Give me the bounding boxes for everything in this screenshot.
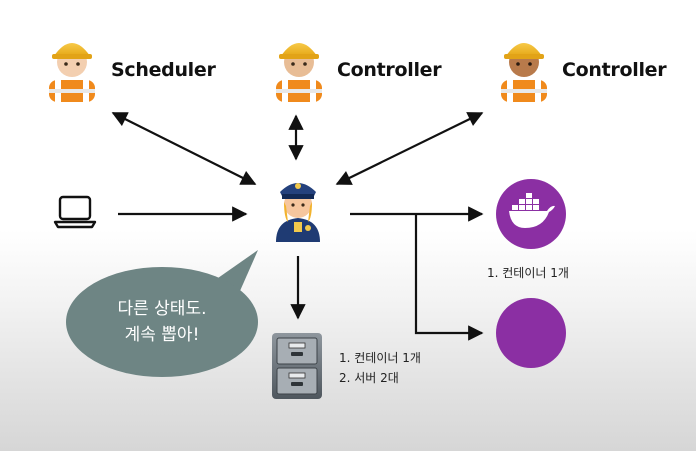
laptop-icon xyxy=(53,195,97,229)
docker-whale-icon xyxy=(509,193,555,228)
connection-arrows xyxy=(111,112,484,341)
construction-worker-icon xyxy=(501,43,547,102)
speech-bubble-line-2: 계속 뽑아! xyxy=(124,325,200,345)
arrow-scheduler-apiserver xyxy=(111,112,257,185)
etcd-note-2: 2. 서버 2대 xyxy=(339,371,399,385)
construction-worker-icon xyxy=(276,43,322,102)
file-cabinet-icon xyxy=(272,333,322,399)
controller-2-label: Controller xyxy=(562,59,667,81)
construction-worker-icon xyxy=(49,43,95,102)
speech-bubble-text: 다른 상태도. 계속 뽑아! xyxy=(82,296,242,348)
server-1-node xyxy=(496,179,566,249)
arrow-apiserver-server2 xyxy=(414,214,484,341)
server-2-node xyxy=(496,298,566,368)
speech-bubble xyxy=(66,250,258,377)
etcd-note-1: 1. 컨테이너 1개 xyxy=(339,351,421,365)
police-officer-icon xyxy=(276,183,320,242)
scheduler-label: Scheduler xyxy=(111,59,216,81)
speech-bubble-line-1: 다른 상태도. xyxy=(117,299,207,319)
controller-1-label: Controller xyxy=(337,59,442,81)
server-1-note: 1. 컨테이너 1개 xyxy=(487,266,569,280)
arrow-controller2-apiserver xyxy=(335,112,484,185)
